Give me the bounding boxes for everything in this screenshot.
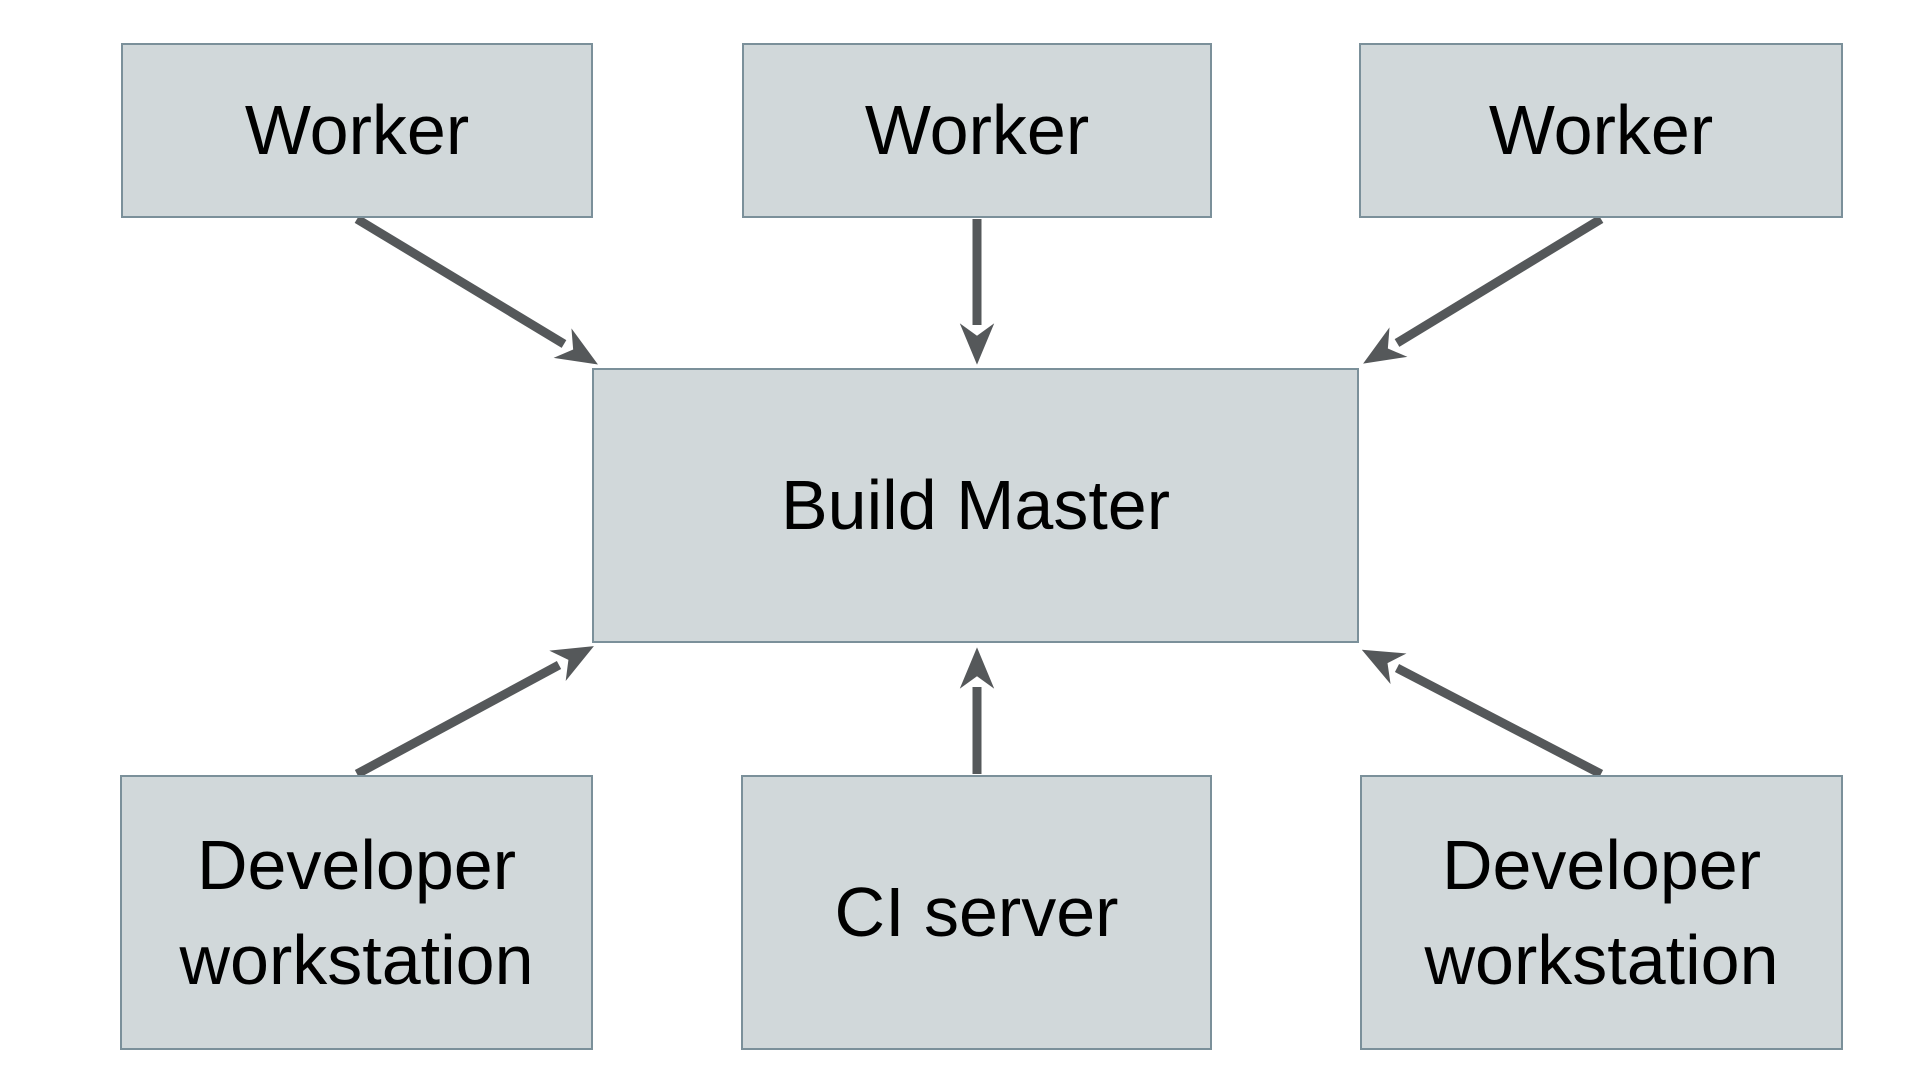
node-ci-server-label: CI server xyxy=(834,873,1119,952)
node-developer-workstation-left: Developer workstation xyxy=(120,775,593,1050)
arrow-dev-workstation-1-to-build-master xyxy=(354,646,594,778)
node-build-master-label: Build Master xyxy=(780,466,1171,545)
node-worker-3: Worker xyxy=(1359,43,1843,218)
arrow-worker-3-to-build-master xyxy=(1363,215,1604,364)
node-build-master: Build Master xyxy=(592,368,1359,643)
arrow-worker-1-to-build-master xyxy=(354,215,598,365)
node-worker-2: Worker xyxy=(742,43,1212,218)
node-worker-1: Worker xyxy=(121,43,593,218)
node-developer-workstation-right: Developer workstation xyxy=(1360,775,1843,1050)
arrow-dev-workstation-2-to-build-master xyxy=(1361,649,1604,778)
node-ci-server: CI server xyxy=(741,775,1212,1050)
node-worker-2-label: Worker xyxy=(864,91,1090,170)
node-worker-1-label: Worker xyxy=(244,91,470,170)
node-worker-3-label: Worker xyxy=(1488,91,1714,170)
node-developer-workstation-left-label: Developer workstation xyxy=(179,826,534,999)
node-developer-workstation-right-label: Developer workstation xyxy=(1424,826,1779,999)
